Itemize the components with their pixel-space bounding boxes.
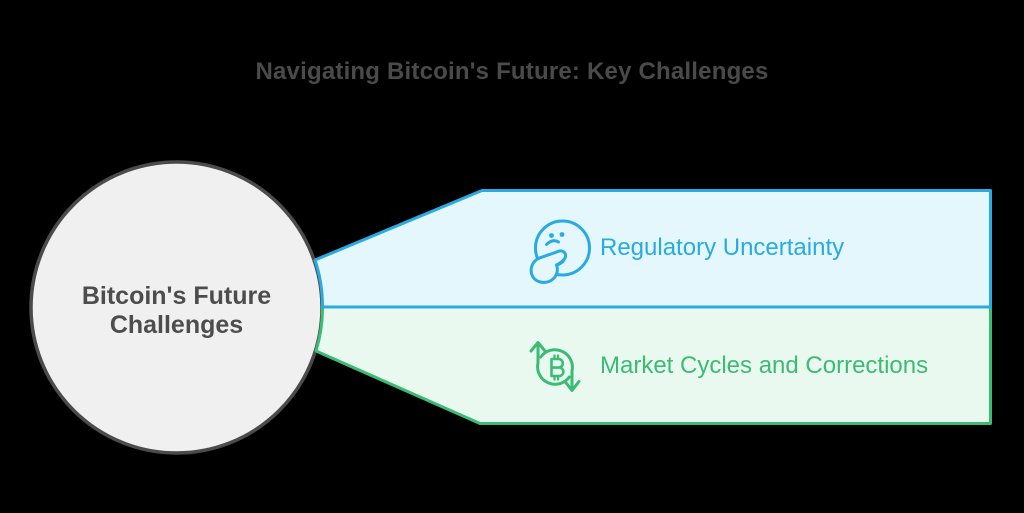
page-title: Navigating Bitcoin's Future: Key Challen… xyxy=(255,58,769,85)
center-node-label: Bitcoin's Future Challenges xyxy=(46,282,307,340)
center-node-label-line2: Challenges xyxy=(109,311,244,339)
regulatory-branch-shape xyxy=(313,189,992,309)
thinking-face-icon xyxy=(529,219,591,284)
market-branch-shape xyxy=(314,305,992,425)
center-node-label-line1: Bitcoin's Future xyxy=(81,282,272,310)
market-branch-label: Market Cycles and Corrections xyxy=(600,352,929,379)
bitcoin-cycle-icon xyxy=(529,341,581,392)
regulatory-branch-label: Regulatory Uncertainty xyxy=(600,234,845,261)
